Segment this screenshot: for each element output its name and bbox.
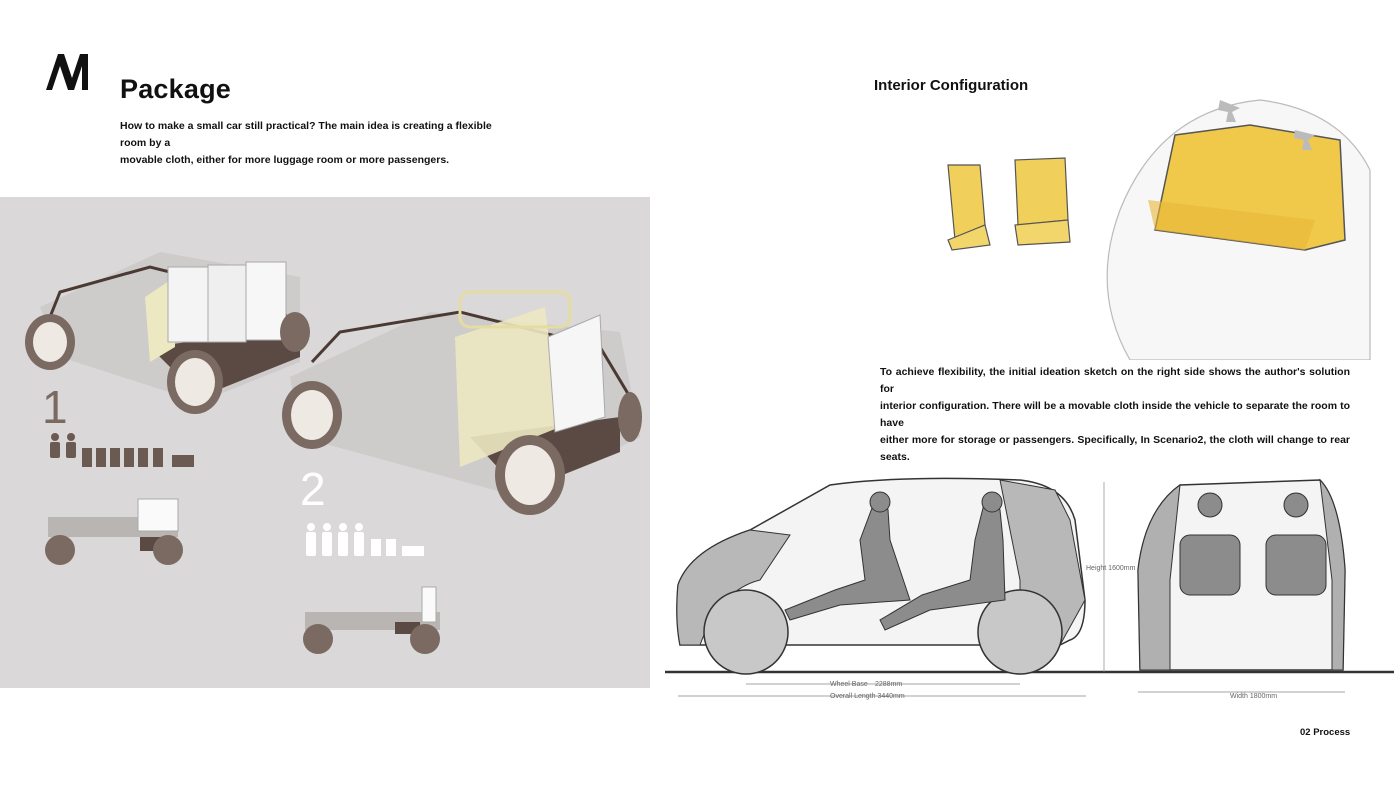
- paragraph-line: either more for storage or passengers. S…: [880, 434, 1350, 463]
- car-scenario-1: [25, 252, 310, 414]
- scenario-1-side-view: [45, 498, 183, 565]
- overall-length-label: Overall Length 3440mm: [830, 693, 905, 700]
- car-scenario-2: [282, 290, 642, 515]
- wheel-base-label: Wheel Base: [830, 681, 868, 688]
- package-dimension-drawings: Height 1600mm Wheel Base 2288mm Overall …: [665, 477, 1394, 700]
- paragraph-line: interior configuration. There will be a …: [880, 400, 1350, 429]
- intro-text: How to make a small car still practical?…: [120, 118, 520, 169]
- scenario-2-people-luggage-icons: [306, 523, 424, 556]
- seat-ideation-sketch: [947, 99, 1371, 360]
- paragraph-line: To achieve flexibility, the initial idea…: [880, 366, 1350, 395]
- intro-line: movable cloth, either for more luggage r…: [120, 154, 450, 166]
- scenario-2-number: 2: [300, 463, 326, 515]
- section-footer: 02 Process: [1300, 727, 1351, 738]
- wheel-base-value: 2288mm: [875, 681, 902, 688]
- height-dimension-label: Height 1600mm: [1086, 565, 1136, 572]
- width-dimension-label: Width 1800mm: [1230, 693, 1277, 700]
- scenario-2-side-view: [303, 586, 440, 654]
- interior-description: To achieve flexibility, the initial idea…: [880, 364, 1350, 466]
- section-title: Interior Configuration: [874, 77, 1029, 94]
- side-view-drawing: [676, 477, 1105, 697]
- package-illustration-panel: 1 2: [0, 197, 650, 688]
- rear-view-drawing: [1137, 478, 1346, 693]
- scenario-1-people-luggage-icons: [50, 433, 194, 467]
- scenario-1-number: 1: [42, 381, 68, 433]
- intro-line: How to make a small car still practical?…: [120, 120, 492, 149]
- brand-logo: [46, 54, 88, 90]
- package-illustration: 1 2: [25, 252, 642, 654]
- page-title: Package: [120, 74, 231, 104]
